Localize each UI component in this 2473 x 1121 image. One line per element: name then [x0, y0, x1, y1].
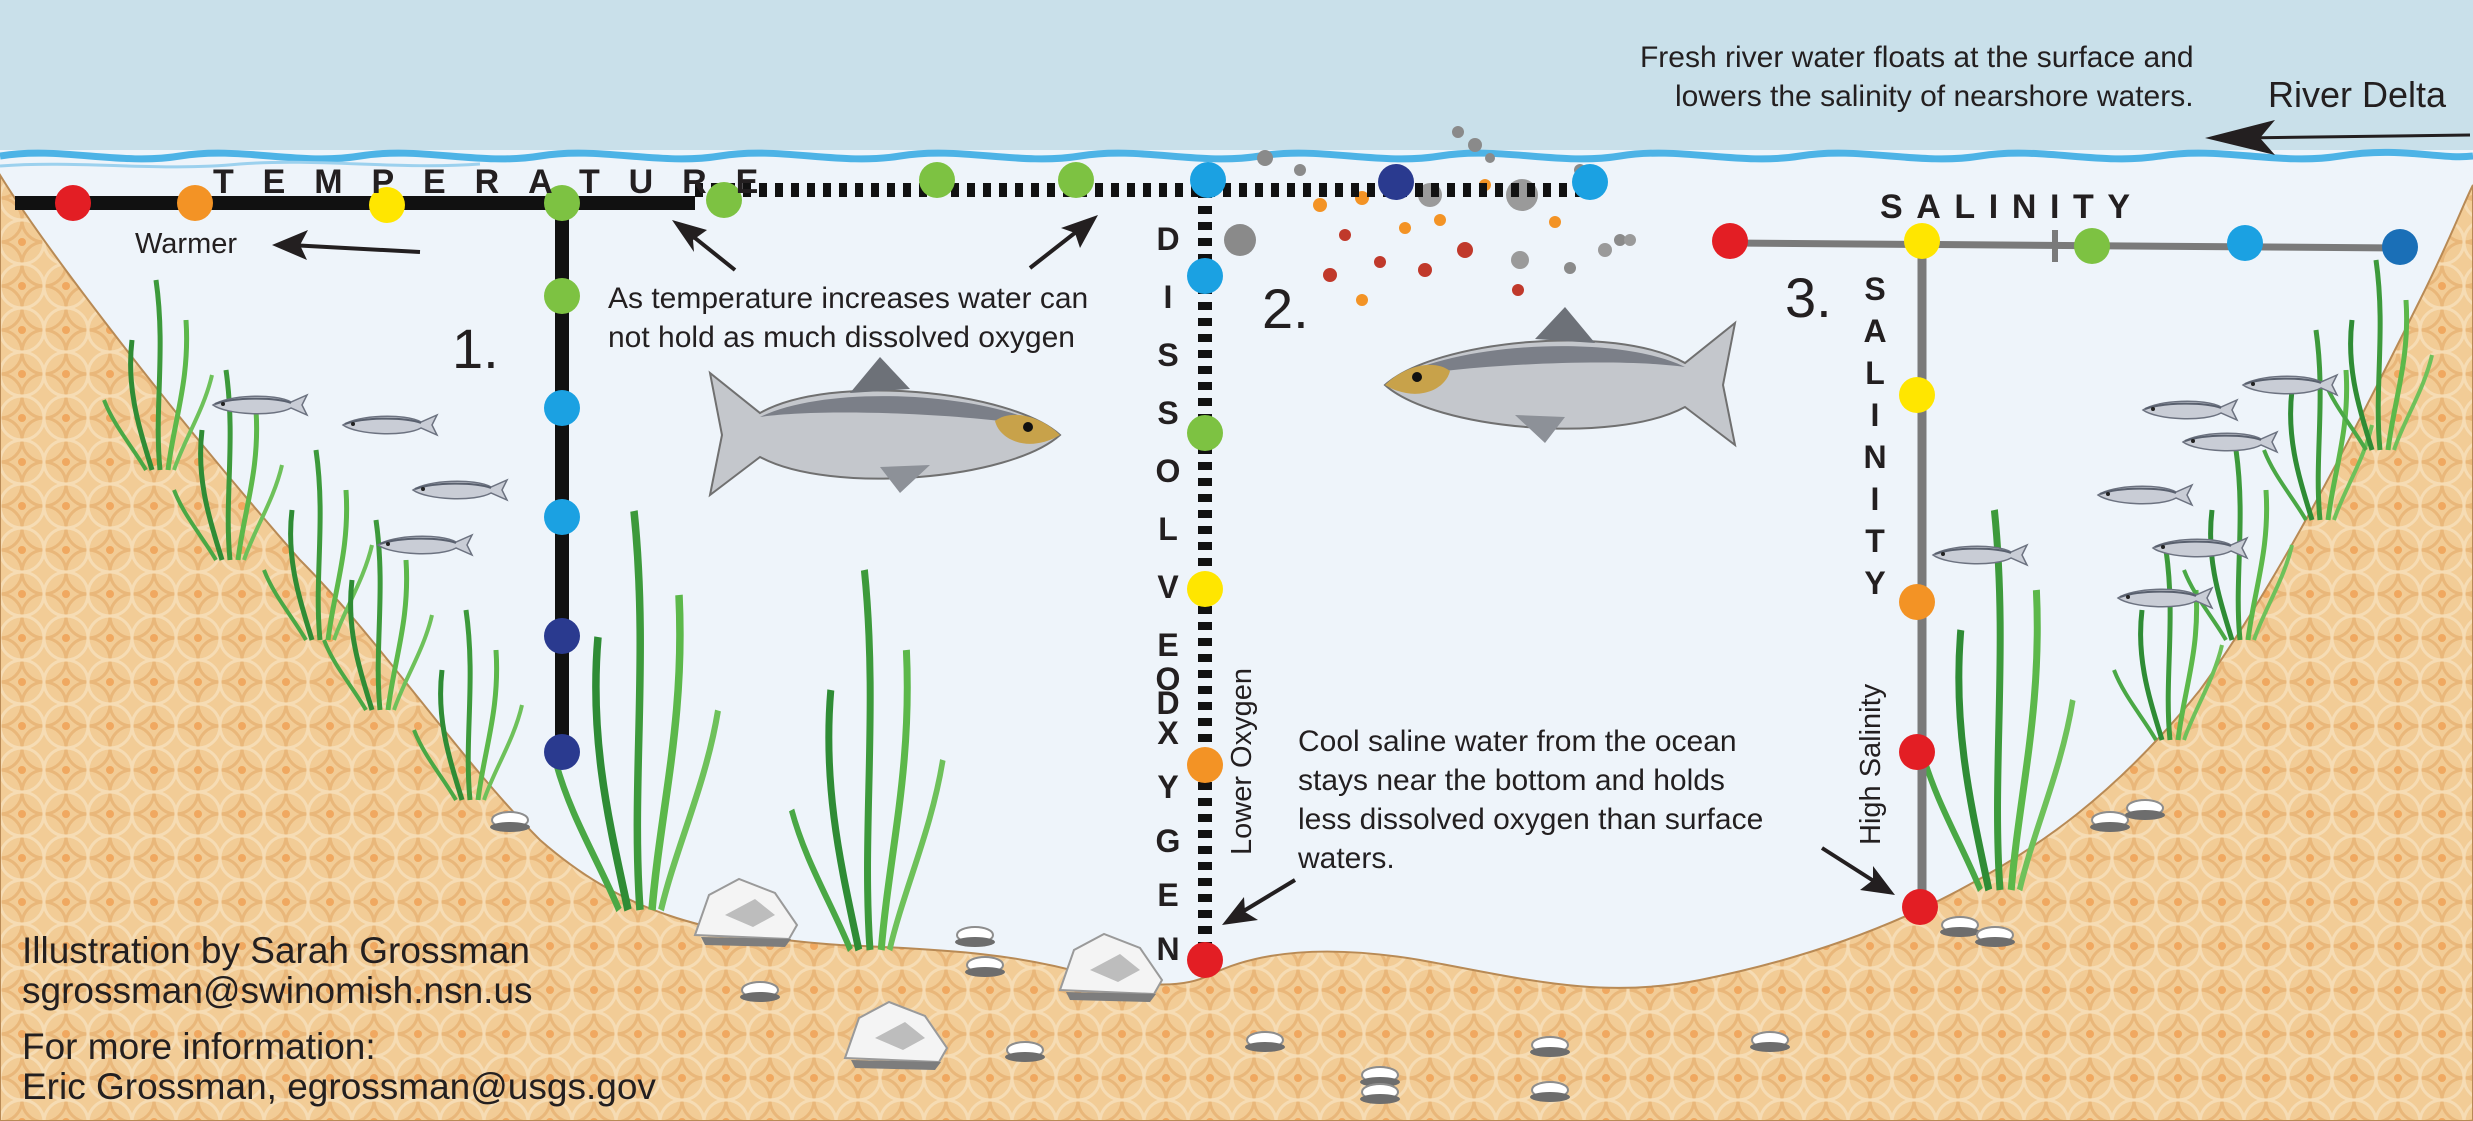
- temp-note-line1: As temperature increases water can: [608, 282, 1089, 315]
- oxygen-letter: X: [1157, 715, 1179, 751]
- credit-line2: sgrossman@swinomish.nsn.us: [22, 970, 533, 1011]
- river-delta-label: River Delta: [2268, 74, 2447, 115]
- oxygen-letter: N: [1156, 931, 1180, 967]
- temp-vdot-darkblue: [544, 618, 580, 654]
- oxy-dot-green: [1187, 415, 1223, 451]
- river-note-line2: lowers the salinity of nearshore waters.: [1675, 80, 2194, 113]
- temp-vdot-darkblue-2: [544, 734, 580, 770]
- sal-dot-midblue: [2382, 229, 2418, 265]
- dissolved-letter: D: [1156, 221, 1180, 257]
- credits: Illustration by Sarah Grossman sgrossman…: [22, 931, 656, 1107]
- salinity-letter: S: [1864, 271, 1886, 307]
- dissolved-letter: E: [1157, 627, 1179, 663]
- high-salinity-label: High Salinity: [1855, 683, 1887, 845]
- sal-vdot-orange: [1899, 584, 1935, 620]
- oxy-dot-orange: [1187, 747, 1223, 783]
- temp-note-arrowhead-left: [672, 220, 707, 252]
- temp-dot-lightblue-2: [1572, 164, 1608, 200]
- oxygen-letter: O: [1155, 661, 1181, 697]
- temp-vdot-lightblue-2: [544, 499, 580, 535]
- bottom-note-line3: less dissolved oxygen than surface: [1298, 803, 1764, 836]
- lower-oxygen-label: Lower Oxygen: [1226, 668, 1258, 855]
- sediment-bed: [0, 173, 2473, 1121]
- sal-dot-red: [1712, 223, 1748, 259]
- oxy-dot-lightblue: [1187, 258, 1223, 294]
- sal-dot-lightblue: [2227, 225, 2263, 261]
- salinity-letter: Y: [1864, 565, 1886, 601]
- salinity-letter: T: [1865, 523, 1885, 559]
- salinity-horizontal-bar: [1729, 239, 2401, 252]
- high-salinity-arrowhead: [1860, 866, 1895, 895]
- credit-line3: For more information:: [22, 1026, 376, 1067]
- warmer-arrow: [289, 243, 421, 254]
- surface-wave-thin: [0, 160, 481, 169]
- river-note-line1: Fresh river water floats at the surface …: [1639, 41, 2194, 74]
- temp-dot-yellow: [369, 187, 405, 223]
- sal-vdot-red: [1899, 734, 1935, 770]
- bottom-note-line1: Cool saline water from the ocean: [1298, 725, 1737, 758]
- zone-number-3: 3.: [1785, 266, 1832, 329]
- bottom-note-arrow: [1235, 878, 1297, 917]
- temp-dot-green: [544, 185, 580, 221]
- oxy-dot-red: [1187, 942, 1223, 978]
- dissolved-letter: I: [1163, 279, 1173, 315]
- temp-note-arrowhead-right: [1061, 215, 1098, 248]
- bottom-note-line2: stays near the bottom and holds: [1298, 764, 1725, 797]
- warmer-label: Warmer: [135, 228, 238, 260]
- warmer-arrowhead: [272, 230, 308, 260]
- bottom-note-line4: waters.: [1298, 842, 1395, 875]
- credit-line1: Illustration by Sarah Grossman: [22, 930, 530, 971]
- dissolved-letter: S: [1157, 337, 1179, 373]
- river-note: Fresh river water floats at the surface …: [1635, 38, 2194, 116]
- zone-number-1: 1.: [452, 317, 499, 380]
- zone-number-2: 2.: [1262, 277, 1309, 340]
- salinity-letter: A: [1863, 313, 1887, 349]
- dissolved-letter: V: [1157, 569, 1179, 605]
- high-salinity-arrow: [1820, 846, 1882, 887]
- temp-note-line2: not hold as much dissolved oxygen: [608, 321, 1075, 354]
- temperature-title: TEMPERATURE: [213, 163, 788, 201]
- sal-dot-green: [2074, 228, 2110, 264]
- temp-dot-green-2: [706, 182, 742, 218]
- temp-dot-lightblue: [1190, 162, 1226, 198]
- oxy-dot-yellow: [1187, 571, 1223, 607]
- river-delta-arrowhead: [2205, 120, 2275, 155]
- dissolved-letter: S: [1157, 395, 1179, 431]
- temp-dot-green-3: [919, 162, 955, 198]
- temp-vdot-green: [544, 278, 580, 314]
- sal-vdot-yellow: [1899, 377, 1935, 413]
- temp-dot-orange: [177, 185, 213, 221]
- credit-line4: Eric Grossman, egrossman@usgs.gov: [22, 1066, 656, 1107]
- salinity-title: SALINITY: [1880, 188, 2144, 226]
- oxygen-letter: E: [1157, 877, 1179, 913]
- salinity-letter: I: [1870, 481, 1880, 517]
- temp-dot-darkblue: [1378, 164, 1414, 200]
- fresh-water-layer: [0, 0, 2473, 160]
- temp-dot-red: [55, 185, 91, 221]
- sal-dot-yellow: [1904, 223, 1940, 259]
- river-delta-arrow: [2239, 133, 2471, 140]
- oxygen-letter: Y: [1157, 769, 1179, 805]
- bottom-note: Cool saline water from the ocean stays n…: [1298, 722, 1763, 878]
- dissolved-letter: L: [1158, 511, 1178, 547]
- temp-note: As temperature increases water can not h…: [608, 279, 1088, 357]
- oxygen-letter: G: [1155, 823, 1181, 859]
- dissolved-letter: D: [1156, 685, 1180, 721]
- dissolved-letter: O: [1155, 453, 1181, 489]
- sal-vdot-red-2: [1902, 889, 1938, 925]
- salinity-letter: L: [1865, 355, 1885, 391]
- salinity-letter: N: [1863, 439, 1887, 475]
- bottom-note-arrowhead: [1222, 897, 1258, 925]
- temp-vdot-lightblue: [544, 390, 580, 426]
- salinity-letter: I: [1870, 397, 1880, 433]
- temp-dot-green-4: [1058, 162, 1094, 198]
